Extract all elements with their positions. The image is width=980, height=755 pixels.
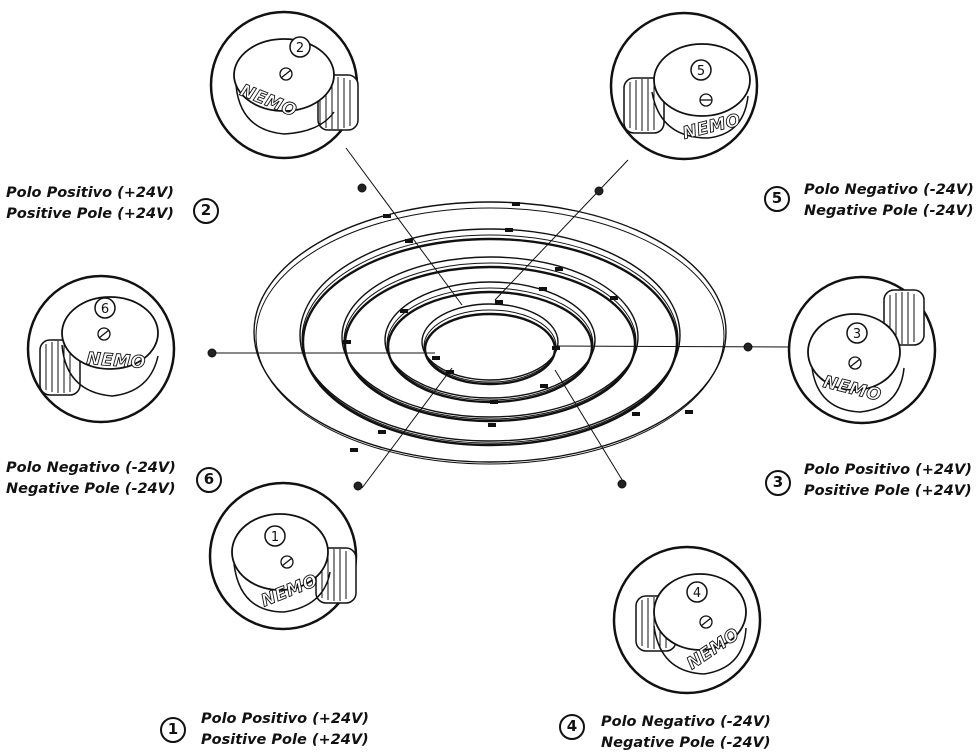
- connector-3-cap-number: 3: [853, 327, 861, 342]
- connector-2-label: Polo Positivo (+24V) Positive Pole (+24V…: [6, 183, 174, 225]
- ring-fixture: [253, 201, 727, 465]
- connector-4-label-it: Polo Negativo (-24V): [601, 714, 771, 730]
- connector-5-cap-number: 5: [697, 64, 705, 79]
- connector-6-number-badge: 6: [196, 467, 222, 493]
- connector-4-number-badge: 4: [559, 714, 585, 740]
- connector-1-detail: 1 NEMO: [208, 481, 358, 631]
- connector-1-label: Polo Positivo (+24V) Positive Pole (+24V…: [201, 709, 369, 751]
- connector-4-label-en: Negative Pole (-24V): [601, 735, 771, 751]
- connector-5-label-en: Negative Pole (-24V): [804, 203, 974, 219]
- connector-4-detail: 4 NEMO: [612, 545, 762, 695]
- connector-6-label-it: Polo Negativo (-24V): [6, 460, 176, 476]
- connector-2-label-it: Polo Positivo (+24V): [6, 185, 174, 201]
- connector-6-label-en: Negative Pole (-24V): [6, 481, 176, 497]
- connector-2-number-badge: 2: [193, 198, 219, 224]
- inner-ring: [421, 303, 559, 386]
- connector-1-label-it: Polo Positivo (+24V): [201, 711, 369, 727]
- ring-clips: [343, 202, 693, 452]
- connector-1-cap-number: 1: [271, 530, 279, 545]
- connector-5-label-it: Polo Negativo (-24V): [804, 182, 974, 198]
- wire-terminals: [207, 183, 753, 491]
- connector-3-detail: 3 NEMO: [787, 275, 937, 425]
- connector-5-detail: 5 NEMO: [609, 11, 759, 161]
- connector-4-label: Polo Negativo (-24V) Negative Pole (-24V…: [601, 712, 771, 754]
- leader-wires: [212, 147, 791, 489]
- connector-3-label: Polo Positivo (+24V) Positive Pole (+24V…: [804, 460, 972, 502]
- connector-2-label-en: Positive Pole (+24V): [6, 206, 174, 222]
- connector-6-label: Polo Negativo (-24V) Negative Pole (-24V…: [6, 458, 176, 500]
- connector-3-label-it: Polo Positivo (+24V): [804, 462, 972, 478]
- connector-2-detail: 2 NEMO: [209, 10, 359, 160]
- outer-ring: [253, 201, 727, 465]
- connector-3-number-badge: 3: [765, 470, 791, 496]
- connector-3-label-en: Positive Pole (+24V): [804, 483, 972, 499]
- connector-4-cap-number: 4: [693, 586, 701, 601]
- connector-1-label-en: Positive Pole (+24V): [201, 732, 369, 748]
- ring-2: [299, 228, 681, 447]
- connector-5-number-badge: 5: [764, 186, 790, 212]
- connector-6-detail: 6 NEMO: [26, 274, 176, 424]
- connector-5-label: Polo Negativo (-24V) Negative Pole (-24V…: [804, 180, 974, 222]
- connector-6-cap-number: 6: [101, 302, 109, 317]
- connector-6-brand: NEMO: [86, 349, 146, 373]
- connector-1-number-badge: 1: [160, 717, 186, 743]
- connector-2-cap-number: 2: [296, 41, 304, 56]
